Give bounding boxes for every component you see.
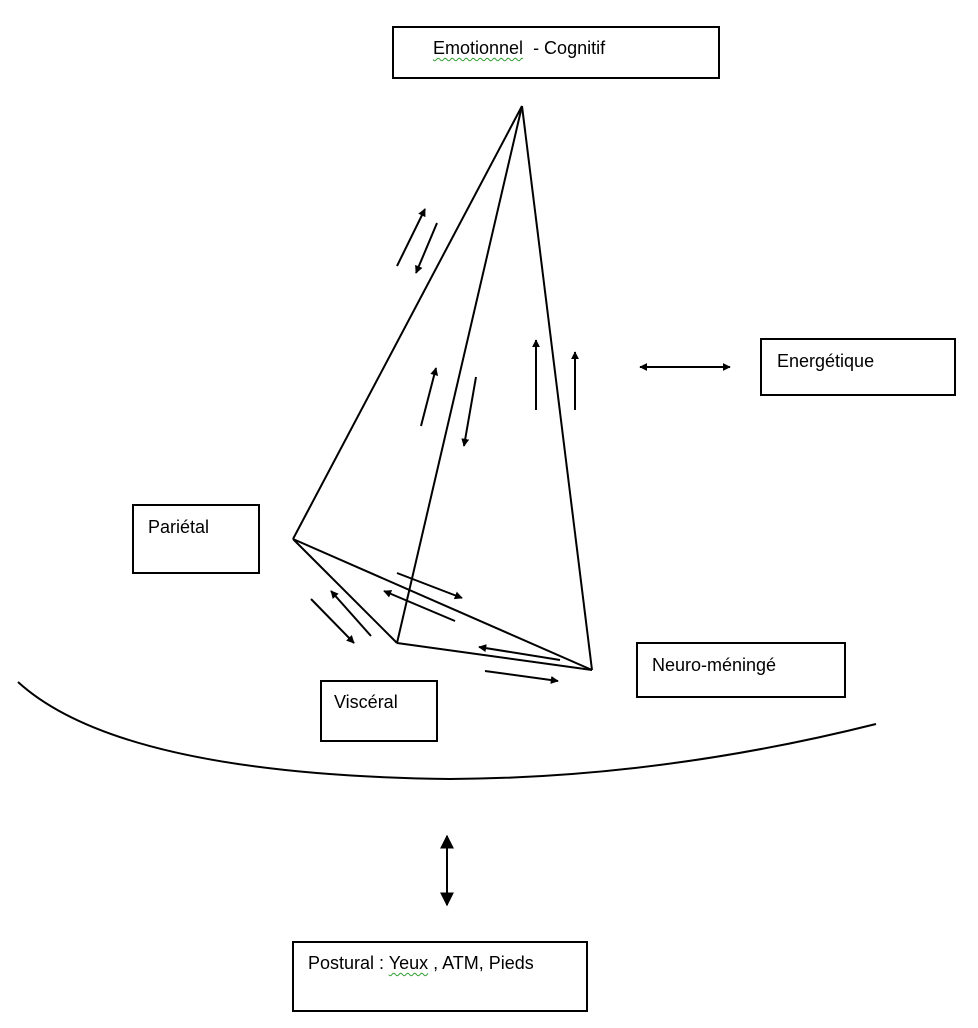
pyramid-edge-parietal-neuro: [292, 538, 593, 671]
arrow-middle-edge-down: [461, 376, 477, 447]
label-postural: Postural : Yeux , ATM, Pieds: [308, 952, 534, 974]
pyramid-edge-visceral-neuro: [396, 642, 593, 671]
arrow-left-edge-up: [396, 208, 426, 267]
label-cognitif: - Cognitif: [523, 38, 606, 58]
label-parietal: Pariétal: [148, 517, 210, 537]
arrow-parietal-visceral-up: [330, 590, 372, 637]
label-visceral: Viscéral: [334, 692, 398, 712]
box-emotionnel-cognitif: Emotionnel - Cognitif: [392, 26, 720, 79]
arrow-parietal-neuro-left: [383, 590, 456, 622]
arrow-parietal-visceral-down: [310, 598, 355, 644]
box-postural: Postural : Yeux , ATM, Pieds: [292, 941, 588, 1012]
ground-curve: [17, 681, 877, 781]
arrow-left-edge-down: [415, 222, 438, 274]
label-emotionnel-cognitif: Emotionnel - Cognitif: [433, 37, 605, 59]
label-neuro-meninge: Neuro-méningé: [652, 655, 777, 675]
label-postural-prefix: Postural :: [308, 953, 389, 973]
arrow-middle-edge-up: [420, 367, 439, 427]
label-energetique: Energétique: [777, 351, 875, 371]
box-parietal: Pariétal: [132, 504, 260, 574]
box-neuro-meninge: Neuro-méningé: [636, 642, 846, 698]
pyramid-edge-parietal-visceral: [292, 538, 398, 644]
label-emotionnel: Emotionnel: [433, 38, 524, 58]
pyramid-edge-apex-visceral: [396, 105, 523, 644]
pyramid-edge-apex-parietal: [292, 105, 523, 540]
box-visceral: Viscéral: [320, 680, 438, 742]
arrow-parietal-neuro-right: [396, 572, 463, 600]
arrow-visceral-neuro-right: [484, 670, 559, 684]
pyramid-edge-apex-neuro: [521, 105, 593, 671]
label-atm-pieds: , ATM, Pieds: [428, 953, 534, 973]
box-energetique: Energétique: [760, 338, 956, 396]
label-yeux: Yeux: [388, 953, 429, 973]
arrow-visceral-neuro-left: [478, 644, 561, 661]
